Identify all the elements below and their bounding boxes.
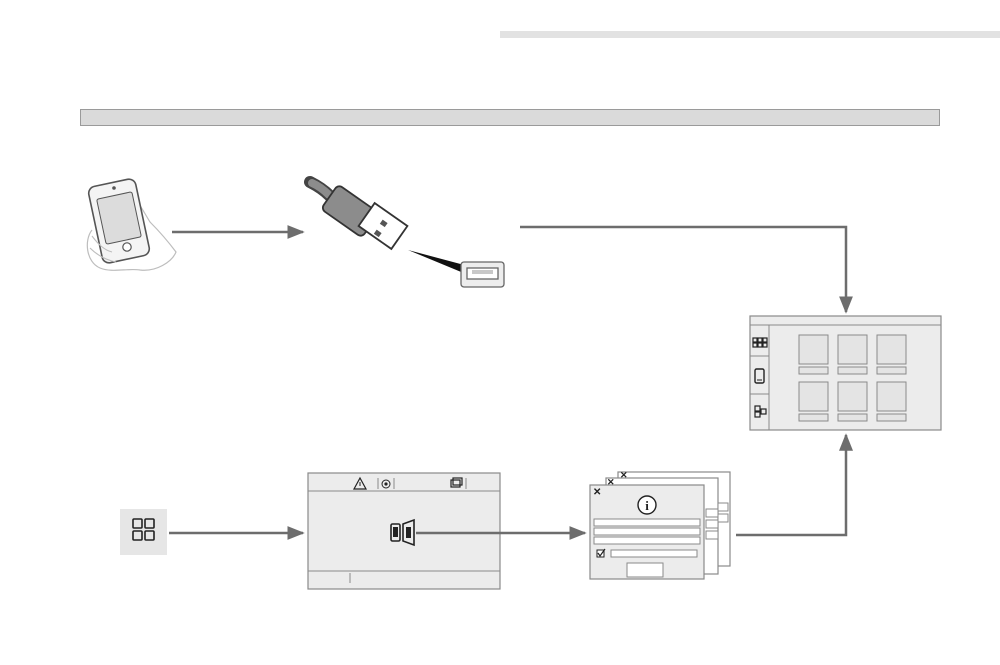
apps-tab-icon — [754, 405, 767, 418]
warning-icon — [352, 476, 368, 490]
back-chevron-icon: ✕ — [620, 470, 628, 480]
grid-apps-icon — [132, 518, 155, 541]
app-grid-screen-icon — [749, 315, 942, 431]
grid-menu-icon — [752, 337, 768, 348]
close-icon: ✕ — [593, 487, 601, 498]
mirror-link-icon — [390, 518, 415, 547]
flow-arrows — [169, 225, 853, 540]
mid-chevron-icon: ✕ — [607, 477, 615, 487]
arrow-dialogs-to-home-screen — [736, 433, 853, 537]
usb-cable-plug-icon — [304, 176, 468, 274]
usb-port-icon — [460, 261, 505, 288]
info-dialog-stack-icon: ✕ ✕ ✕ i — [589, 470, 731, 580]
app-tile-grid — [798, 334, 907, 422]
top-rule — [500, 31, 1000, 38]
phone-tab-icon — [754, 368, 765, 384]
smartphone-in-hand-icon — [86, 178, 177, 271]
title-bar — [80, 109, 940, 126]
checkbox-icon — [596, 548, 606, 558]
mirror-screen-icon — [307, 472, 501, 590]
svg-text:i: i — [645, 498, 649, 513]
windows-icon — [450, 477, 463, 488]
arrow-usb-to-home-screen — [520, 225, 853, 314]
apps-button — [120, 509, 167, 555]
connectivity-icon — [381, 479, 391, 489]
info-icon: i — [637, 495, 657, 515]
